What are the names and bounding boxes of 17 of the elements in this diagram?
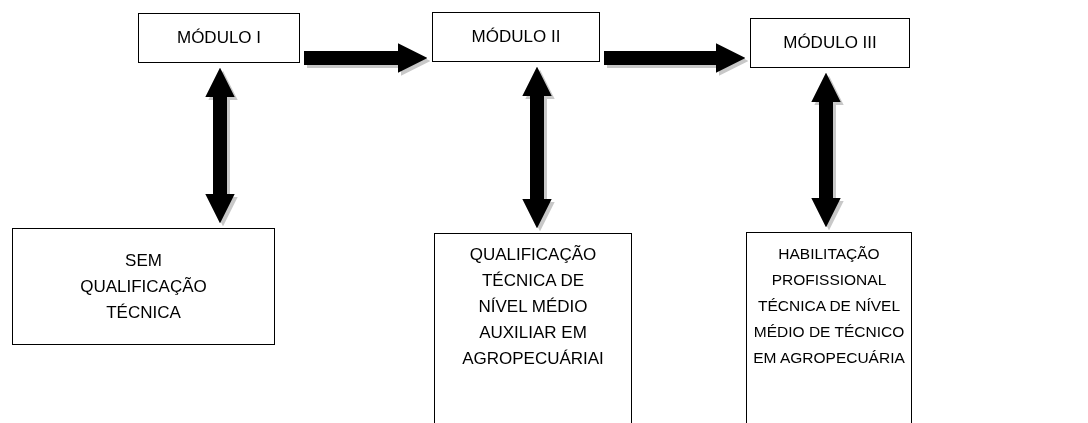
box-text: MÓDULO I [176, 27, 262, 49]
text-box [12, 228, 275, 345]
text-box [746, 232, 912, 423]
box-text: SEM QUALIFICAÇÃO TÉCNICA [79, 249, 208, 324]
box-text: MÓDULO III [783, 32, 877, 54]
block-arrow [604, 43, 746, 73]
block-arrow [205, 67, 235, 224]
text-box [750, 18, 910, 68]
box-text: HABILITAÇÃO PROFISSIONAL TÉCNICA DE NÍVEL MÉDIO DE TÉCNICO EM AGROPECUÁRIA [752, 244, 906, 368]
block-arrow [522, 66, 552, 229]
box-text: MÓDULO II [471, 26, 561, 48]
text-box [138, 13, 300, 63]
text-box [434, 233, 632, 423]
text-box [432, 12, 600, 62]
block-arrow [304, 43, 428, 73]
block-arrow [811, 72, 841, 228]
box-text: QUALIFICAÇÃO TÉCNICA DE NÍVEL MÉDIO AUXILIAR EM AGROPECUÁRIAI [461, 244, 605, 370]
